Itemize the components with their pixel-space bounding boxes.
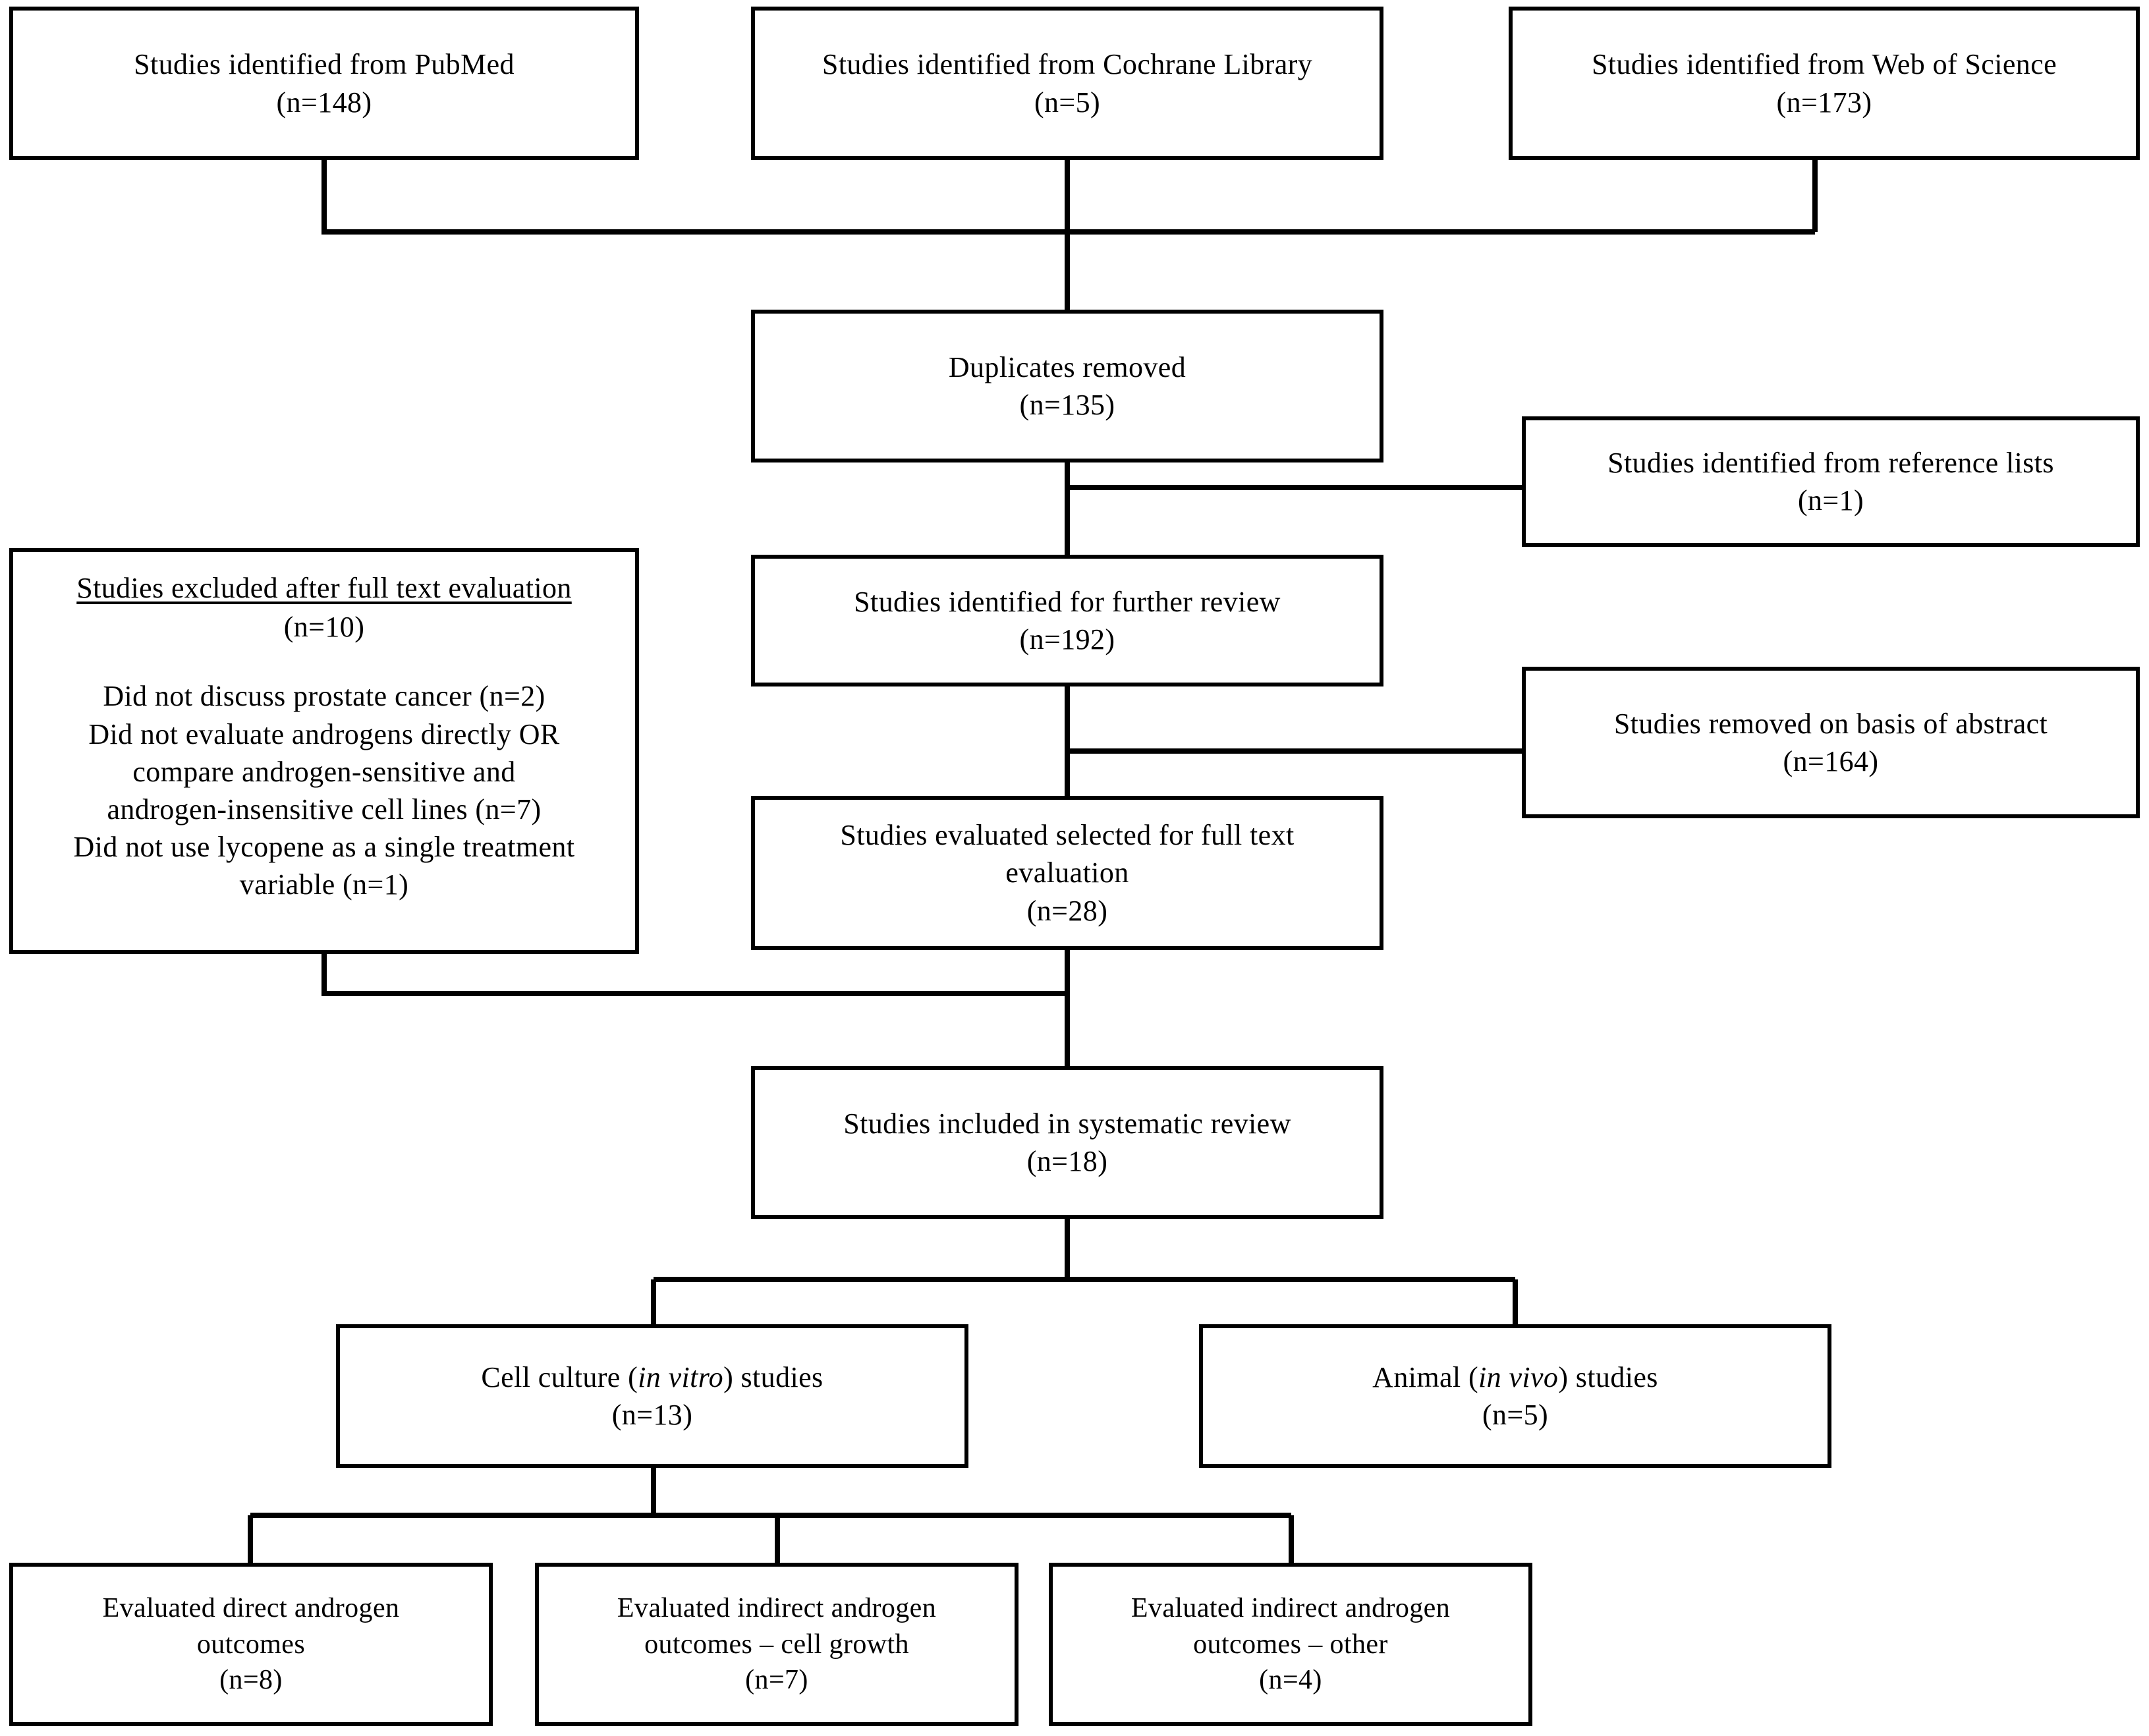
exclusion-reason-line: Did not discuss prostate cancer (n=2) xyxy=(103,680,545,713)
node-studies-excluded-count: (n=10) xyxy=(283,611,365,644)
node-duplicates-count: (n=135) xyxy=(1019,389,1115,421)
node-further-review-count: (n=192) xyxy=(1019,623,1115,656)
node-studies-excluded-header: Studies excluded after full text evaluat… xyxy=(76,572,572,604)
node-included-count: (n=18) xyxy=(1026,1145,1108,1177)
node-pubmed-line1: Studies identified from PubMed xyxy=(134,48,515,81)
node-direct-androgen-outcomes[interactable]: Evaluated direct androgen outcomes (n=8) xyxy=(9,1563,493,1726)
node-direct-outcomes-line2: outcomes xyxy=(196,1629,306,1660)
node-duplicates-removed[interactable]: Duplicates removed (n=135) xyxy=(751,310,1383,462)
node-included-systematic-review[interactable]: Studies included in systematic review (n… xyxy=(751,1066,1383,1219)
node-cochrane[interactable]: Studies identified from Cochrane Library… xyxy=(751,7,1383,160)
node-included-line1: Studies included in systematic review xyxy=(843,1107,1291,1140)
node-cell-culture-line1: Cell culture (in vitro) studies xyxy=(481,1360,823,1393)
node-studies-excluded[interactable]: Studies excluded after full text evaluat… xyxy=(9,548,639,954)
exclusion-reason-line: Did not evaluate androgens directly OR xyxy=(88,717,560,750)
node-reference-lists-line1: Studies identified from reference lists xyxy=(1607,446,2054,479)
node-further-review-line1: Studies identified for further review xyxy=(854,585,1281,618)
wire-fulltext-to-excluded xyxy=(321,954,1067,996)
node-further-review[interactable]: Studies identified for further review (n… xyxy=(751,555,1383,686)
node-indirect-growth-line2: outcomes – cell growth xyxy=(644,1629,909,1660)
node-web-of-science[interactable]: Studies identified from Web of Science (… xyxy=(1509,7,2140,160)
node-removed-on-abstract[interactable]: Studies removed on basis of abstract (n=… xyxy=(1522,667,2140,818)
wire-pubmed-to-bus xyxy=(321,160,1815,235)
node-removed-on-abstract-count: (n=164) xyxy=(1783,745,1879,777)
node-removed-on-abstract-line1: Studies removed on basis of abstract xyxy=(1613,707,2048,740)
node-animal-count: (n=5) xyxy=(1482,1399,1549,1431)
node-direct-outcomes-count: (n=8) xyxy=(219,1665,283,1696)
node-cochrane-count: (n=5) xyxy=(1034,86,1101,119)
node-duplicates-line1: Duplicates removed xyxy=(948,350,1186,383)
node-fulltext-line1: Studies evaluated selected for full text xyxy=(840,819,1295,852)
node-pubmed-count: (n=148) xyxy=(276,86,372,119)
exclusion-reason-line: androgen-insensitive cell lines (n=7) xyxy=(107,793,542,826)
node-animal-line1: Animal (in vivo) studies xyxy=(1372,1360,1658,1393)
node-indirect-outcomes-cell-growth[interactable]: Evaluated indirect androgen outcomes – c… xyxy=(535,1563,1019,1726)
node-cell-culture-count: (n=13) xyxy=(611,1399,693,1431)
node-fulltext-line2: evaluation xyxy=(1005,856,1129,889)
node-reference-lists[interactable]: Studies identified from reference lists … xyxy=(1522,416,2140,547)
italic-in-vivo: in vivo xyxy=(1478,1360,1559,1393)
node-cell-culture-studies[interactable]: Cell culture (in vitro) studies (n=13) xyxy=(336,1324,968,1468)
node-indirect-other-line1: Evaluated indirect androgen xyxy=(1130,1593,1451,1624)
node-reference-lists-count: (n=1) xyxy=(1797,484,1864,517)
exclusion-reason-line: Did not use lycopene as a single treatme… xyxy=(73,831,575,864)
exclusion-reason-line: variable (n=1) xyxy=(239,868,409,901)
node-pubmed[interactable]: Studies identified from PubMed (n=148) xyxy=(9,7,639,160)
node-web-of-science-line1: Studies identified from Web of Science xyxy=(1591,48,2057,81)
exclusion-reason-line: compare androgen-sensitive and xyxy=(132,755,516,788)
node-web-of-science-count: (n=173) xyxy=(1776,86,1872,119)
node-indirect-growth-line1: Evaluated indirect androgen xyxy=(617,1593,937,1624)
node-indirect-other-line2: outcomes – other xyxy=(1193,1629,1388,1660)
node-indirect-other-count: (n=4) xyxy=(1259,1665,1322,1696)
node-fulltext-count: (n=28) xyxy=(1026,894,1108,927)
node-animal-studies[interactable]: Animal (in vivo) studies (n=5) xyxy=(1199,1324,1831,1468)
italic-in-vitro: in vitro xyxy=(638,1360,724,1393)
node-studies-excluded-reasons: Did not discuss prostate cancer (n=2) Di… xyxy=(22,677,626,903)
node-direct-outcomes-line1: Evaluated direct androgen xyxy=(102,1593,400,1624)
node-indirect-growth-count: (n=7) xyxy=(745,1665,808,1696)
node-fulltext-evaluation[interactable]: Studies evaluated selected for full text… xyxy=(751,796,1383,950)
node-indirect-outcomes-other[interactable]: Evaluated indirect androgen outcomes – o… xyxy=(1049,1563,1532,1726)
node-cochrane-line1: Studies identified from Cochrane Library xyxy=(822,48,1313,81)
